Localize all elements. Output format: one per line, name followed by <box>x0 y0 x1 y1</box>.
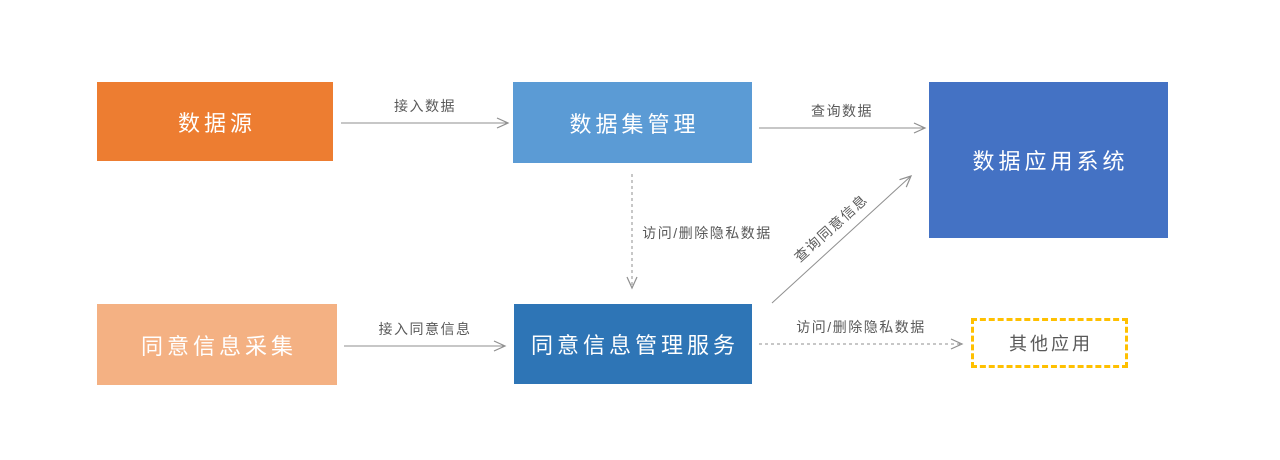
node-other-applications: 其他应用 <box>971 318 1128 368</box>
edge-label-access-delete-private-data: 访问/删除隐私数据 <box>642 225 772 241</box>
node-consent-info-management-service: 同意信息管理服务 <box>514 304 752 384</box>
node-dataset-management: 数据集管理 <box>513 82 752 163</box>
edge-label-query-consent-info: 查询同意信息 <box>791 190 871 266</box>
node-data-application-system: 数据应用系统 <box>929 82 1168 238</box>
edge-label-access-data: 接入数据 <box>394 98 456 114</box>
edge-label-query-data: 查询数据 <box>811 103 873 119</box>
node-consent-info-collection: 同意信息采集 <box>97 304 337 385</box>
edge-label-access-consent-info: 接入同意信息 <box>378 321 472 337</box>
node-data-source: 数据源 <box>97 82 333 161</box>
edge-label-access-delete-private-data-external: 访问/删除隐私数据 <box>796 319 926 335</box>
connector-query-consent-info <box>771 175 913 304</box>
